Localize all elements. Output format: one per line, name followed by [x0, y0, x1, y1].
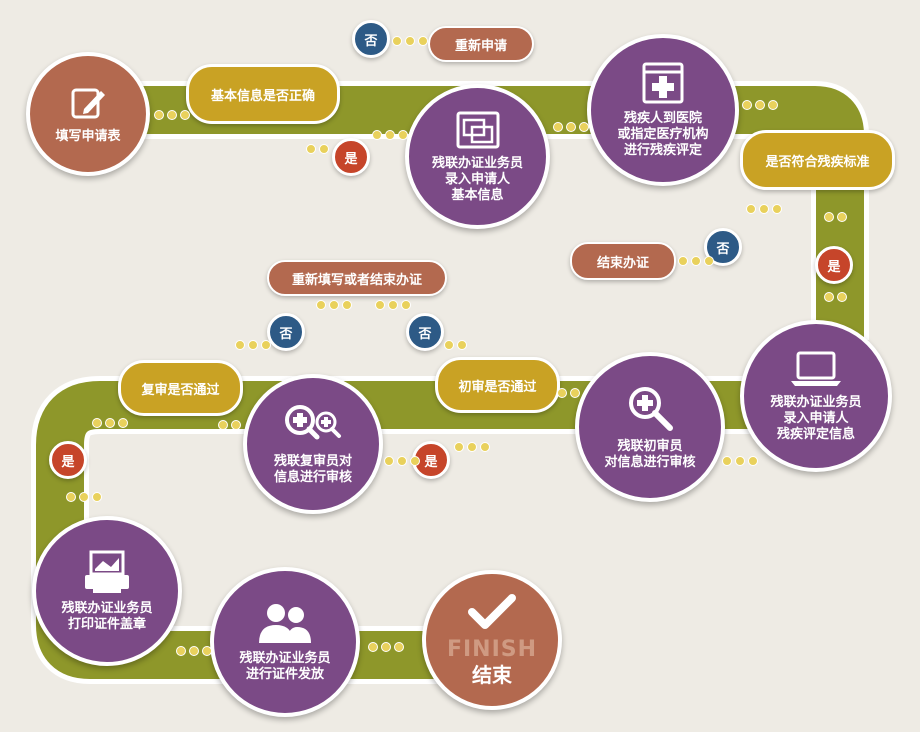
laptop-icon [791, 351, 841, 386]
connector-dots [557, 388, 580, 398]
step-fill-form: 填写申请表 [26, 52, 150, 176]
step-label: 残联办证业务员 录入申请人 基本信息 [431, 155, 523, 203]
users-icon [259, 604, 311, 643]
connector-dots [742, 100, 778, 110]
step-issue-certificate: 残联办证业务员 进行证件发放 [210, 567, 360, 717]
no-badge-second: 否 [267, 313, 305, 351]
monitor-window-icon [456, 111, 499, 148]
outcome-reapply: 重新申请 [428, 26, 534, 62]
step-hospital-assessment: 残疾人到医院 或指定医疗机构 进行残疾评定 [587, 34, 739, 186]
connector-dots [306, 144, 329, 154]
connector-dots [176, 646, 212, 656]
finish-label-en: FINISH [446, 637, 538, 662]
step-enter-assessment-info: 残联办证业务员 录入申请人 残疾评定信息 [740, 320, 892, 472]
decision-meets-standard: 是否符合残疾标准 [740, 130, 895, 190]
outcome-refill-or-end: 重新填写或者结束办证 [267, 260, 447, 296]
checkmark-icon [468, 594, 516, 629]
connector-dots [218, 420, 241, 430]
step-label: 残疾人到医院 或指定医疗机构 进行残疾评定 [617, 111, 709, 158]
outcome-end-process: 结束办证 [570, 242, 676, 280]
yes-badge-standard: 是 [815, 246, 853, 284]
yes-badge-second: 是 [49, 441, 87, 479]
connector-dots [235, 340, 271, 350]
connector-dots [392, 36, 428, 46]
connector-dots [746, 204, 782, 214]
step-label: 残联初审员 对信息进行审核 [604, 439, 696, 470]
step-print-stamp: 残联办证业务员 打印证件盖章 [32, 516, 182, 666]
pencil-note-icon [71, 88, 105, 119]
connector-dots [368, 642, 404, 652]
step-second-review: 残联复审员对 信息进行审核 [243, 374, 383, 514]
no-badge-basic: 否 [352, 20, 390, 58]
step-label: 残联办证业务员 打印证件盖章 [61, 601, 153, 632]
yes-badge-basic: 是 [332, 138, 370, 176]
connector-dots [444, 340, 467, 350]
medical-cross-icon [642, 62, 684, 104]
step-finish: FINISH 结束 [422, 570, 562, 710]
connector-dots [553, 122, 589, 132]
magnifier-plus-icon [629, 387, 673, 431]
step-label: 残联办证业务员 进行证件发放 [239, 651, 331, 682]
connector-dots [824, 292, 847, 302]
connector-dots [454, 442, 490, 452]
step-label: 残联办证业务员 录入申请人 残疾评定信息 [770, 395, 862, 442]
step-enter-basic-info: 残联办证业务员 录入申请人 基本信息 [405, 84, 550, 229]
connector-dots [384, 456, 420, 466]
finish-label-cn: 结束 [472, 663, 512, 687]
connector-dots [824, 212, 847, 222]
decision-first-review-passed: 初审是否通过 [435, 357, 560, 413]
printer-icon [85, 550, 129, 593]
decision-basic-info-correct: 基本信息是否正确 [186, 64, 340, 124]
connector-dots [375, 300, 411, 310]
step-label: 填写申请表 [55, 129, 121, 144]
connector-dots [316, 300, 352, 310]
connector-dots [154, 110, 190, 120]
connector-dots [372, 130, 408, 140]
connector-dots [92, 418, 128, 428]
double-magnifier-icon [285, 405, 341, 440]
connector-dots [722, 456, 758, 466]
decision-second-review-passed: 复审是否通过 [118, 360, 243, 416]
connector-dots [66, 492, 102, 502]
step-first-review: 残联初审员 对信息进行审核 [575, 352, 725, 502]
connector-dots [678, 256, 714, 266]
no-badge-first: 否 [406, 313, 444, 351]
step-label: 残联复审员对 信息进行审核 [273, 454, 352, 485]
